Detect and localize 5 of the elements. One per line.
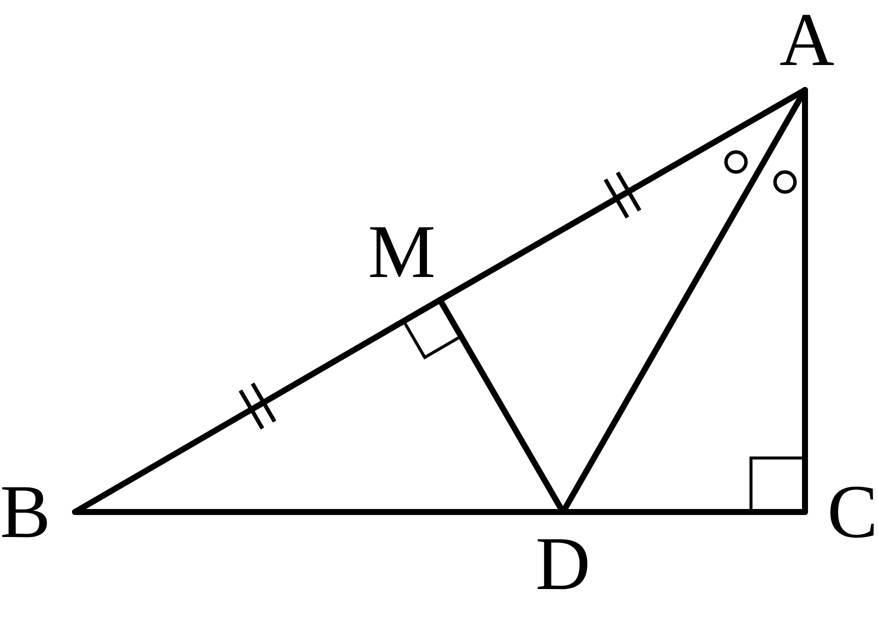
- point-label: C: [827, 474, 878, 550]
- point-label: M: [368, 214, 436, 290]
- point-label: B: [0, 474, 51, 550]
- point-label: D: [536, 526, 590, 602]
- point-label: A: [780, 2, 834, 78]
